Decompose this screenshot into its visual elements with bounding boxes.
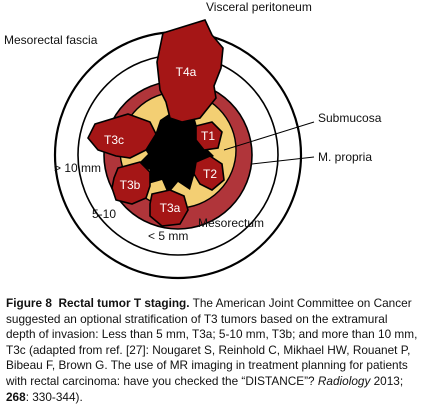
tumor-label-t3a: T3a [160, 201, 181, 215]
journal-pages: : 330-344). [25, 389, 83, 404]
label-m-propria: M. propria [318, 150, 372, 164]
caption-year: 2013; [370, 373, 404, 388]
label-mesorectum: Mesorectum [198, 216, 264, 230]
tumor-t2 [193, 155, 225, 191]
tumor-label-t3b: T3b [120, 178, 141, 192]
caption-text: The American Joint Committee on Cancer s… [6, 296, 418, 388]
label-mesorectal-fascia: Mesorectal fascia [4, 33, 98, 47]
label-5-10: 5-10 [92, 207, 116, 221]
figure-number: Figure 8 [6, 296, 52, 310]
label-visceral-peritoneum: Visceral peritoneum [206, 0, 312, 14]
label-gt-10mm: > 10 mm [54, 161, 101, 175]
tumor-t3b [111, 161, 151, 205]
journal-name: Radiology [317, 373, 371, 388]
tumor-t3c [87, 113, 157, 159]
tumor-t4a [156, 19, 224, 123]
tumor-label-t3c: T3c [104, 133, 124, 147]
tumor-label-t2: T2 [203, 167, 217, 181]
tumor-t3a [149, 189, 189, 227]
journal-volume: 268 [6, 389, 26, 404]
label-submucosa: Submucosa [318, 111, 382, 125]
figure-caption: Figure 8 Rectal tumor T staging. The Ame… [6, 296, 420, 405]
label-lt-5mm: < 5 mm [148, 229, 188, 243]
rectal-t-staging-diagram: T4a T3c T3b T3a T1 T2 Visceral peritoneu… [4, 0, 382, 280]
figure-title: Rectal tumor T staging. [58, 296, 190, 310]
pointer-submucosa [223, 121, 315, 151]
tumor-t1 [195, 121, 223, 151]
pointer-m-propria [251, 156, 315, 165]
tumor-label-t1: T1 [201, 129, 215, 143]
tumor-label-t4a: T4a [176, 65, 197, 79]
